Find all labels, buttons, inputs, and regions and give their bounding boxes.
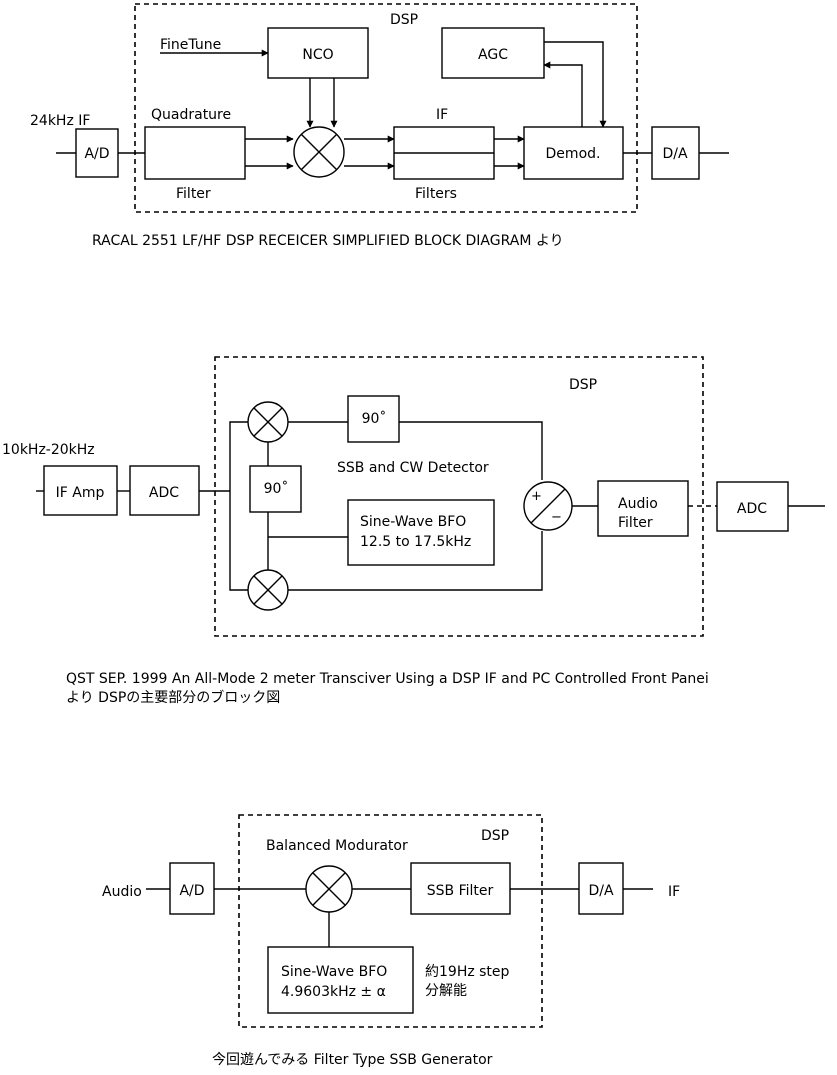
filter-label: Filter: [176, 186, 211, 202]
resolution-note-line1: 約19Hz step: [425, 964, 510, 980]
finetune-label: FineTune: [160, 37, 221, 53]
input-label: 24kHz IF: [30, 113, 90, 129]
input-label: Audio: [102, 884, 142, 900]
bfo-line2: 12.5 to 17.5kHz: [360, 534, 471, 550]
sum-plus: +: [531, 489, 542, 504]
dsp-label: DSP: [481, 828, 509, 844]
ad-label: A/D: [84, 146, 109, 162]
ad-label: A/D: [179, 883, 204, 899]
caption: RACAL 2551 LF/HF DSP RECEICER SIMPLIFIED…: [92, 233, 564, 249]
demod-label: Demod.: [546, 146, 601, 162]
dsp-boundary: [238, 814, 543, 1028]
caption: 今回遊んでみる Filter Type SSB Generator: [212, 1052, 493, 1068]
da-label: D/A: [662, 146, 687, 162]
diagram-racal: DSP 24kHz IF A/D Quadrature Filter FineT…: [30, 3, 729, 249]
ssb-filter-label: SSB Filter: [427, 883, 494, 899]
audio-filter-line1: Audio: [618, 496, 658, 512]
sum-minus: −: [551, 510, 562, 525]
caption-line1: QST SEP. 1999 An All-Mode 2 meter Transc…: [66, 671, 709, 687]
agc-label: AGC: [478, 47, 508, 63]
diagram-qst: DSP 10kHz-20kHz IF Amp ADC 90˚ 90˚ SSB a…: [2, 356, 825, 706]
mixer-label: Balanced Modurator: [266, 838, 408, 854]
quadrature-filter-block: [144, 126, 246, 180]
audio-filter-line2: Filter: [618, 515, 653, 531]
agc-to-demod-arrow: [544, 41, 607, 128]
demod-to-agc-arrow: [543, 61, 583, 127]
adc-out-label: ADC: [737, 501, 767, 517]
phase-shift-mid-block: [249, 465, 302, 513]
mixer-icon: [293, 126, 345, 178]
bottom-path-line: [288, 531, 543, 591]
nco-block: [267, 27, 369, 79]
caption-line2: より DSPの主要部分のブロック図: [66, 689, 280, 706]
nco-label: NCO: [302, 47, 333, 63]
dsp-label: DSP: [390, 12, 418, 28]
diagram-ssb-generator: DSP Audio A/D Balanced Modurator SSB Fil…: [102, 814, 680, 1068]
phase-shift-top-label: 90˚: [362, 410, 387, 427]
bfo-line1: Sine-Wave BFO: [281, 964, 387, 980]
input-label: 10kHz-20kHz: [2, 442, 95, 458]
bfo-line1: Sine-Wave BFO: [360, 514, 466, 530]
output-label: IF: [668, 884, 680, 900]
split-bus: [229, 421, 248, 591]
da-label: D/A: [588, 883, 613, 899]
dsp-boundary: [134, 3, 638, 213]
phase-shift-mid-label: 90˚: [264, 480, 289, 497]
dsp-boundary: [214, 356, 704, 637]
bfo-block: [267, 946, 414, 1014]
bfo-block: [347, 499, 495, 566]
bfo-line2: 4.9603kHz ± α: [281, 984, 386, 1000]
top-path-line: [399, 421, 543, 480]
filters-label: Filters: [415, 186, 457, 202]
adc-in-label: ADC: [149, 485, 179, 501]
detector-label: SSB and CW Detector: [337, 460, 489, 476]
if-label: IF: [436, 107, 448, 123]
agc-block: [441, 27, 545, 79]
audio-filter-block: [597, 480, 689, 537]
dsp-label: DSP: [569, 377, 597, 393]
if-amp-label: IF Amp: [56, 485, 105, 501]
quadrature-label: Quadrature: [151, 107, 231, 123]
resolution-note-line2: 分解能: [425, 983, 467, 999]
phase-shift-top-block: [347, 395, 400, 443]
